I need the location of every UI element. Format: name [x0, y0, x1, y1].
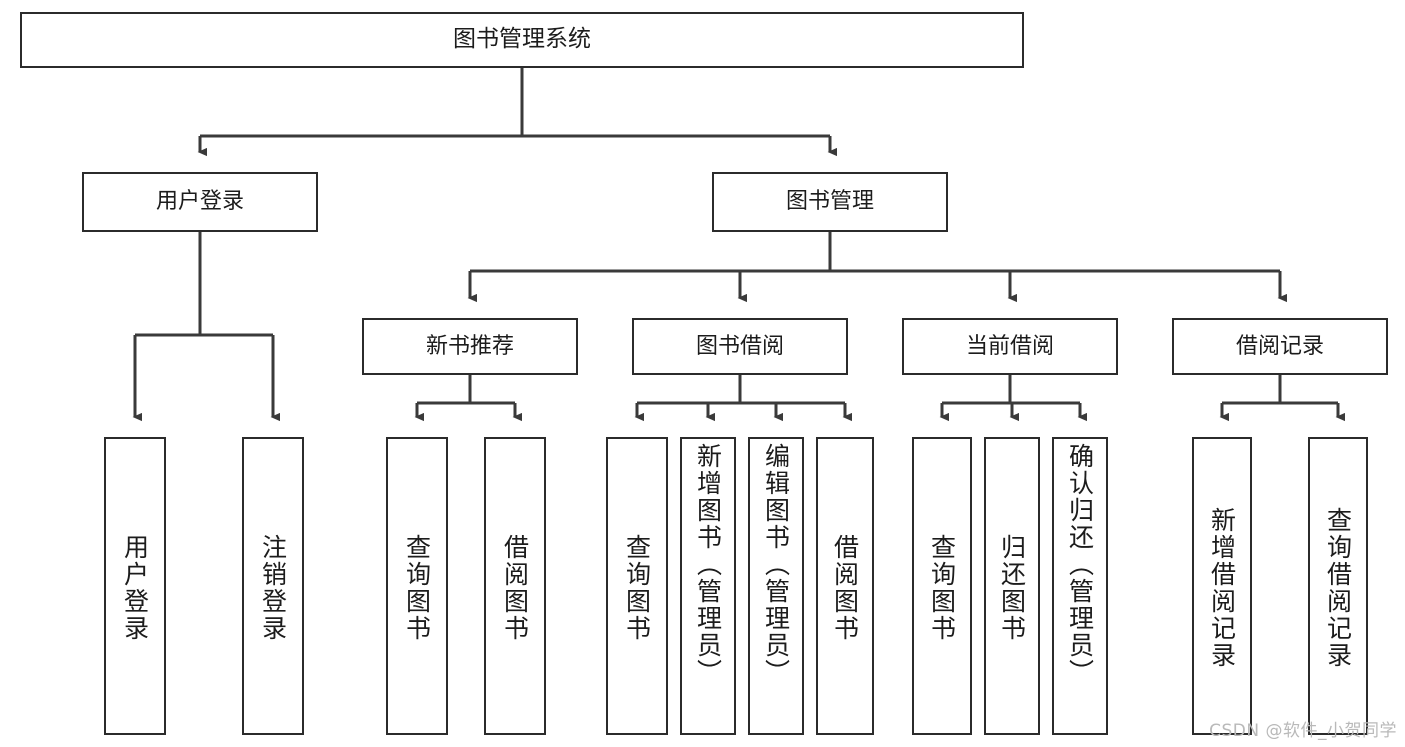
- leaf-user-login[interactable]: 用户登录: [104, 437, 166, 735]
- leaf-query-borrow-record-label: 查询借阅记录: [1323, 507, 1353, 669]
- leaf-user-login-label: 用户登录: [120, 534, 150, 642]
- node-root-label: 图书管理系统: [453, 26, 591, 53]
- leaf-query-book-borrow[interactable]: 查询图书: [606, 437, 668, 735]
- node-book-borrow[interactable]: 图书借阅: [632, 318, 848, 375]
- leaf-borrow-book-label: 借阅图书: [830, 534, 860, 642]
- watermark-text: CSDN @软件_小贺同学: [1209, 721, 1397, 741]
- leaf-add-book-admin-label: 新增图书（管理员）: [693, 443, 723, 686]
- leaf-confirm-return-admin-label: 确认归还（管理员）: [1065, 443, 1095, 686]
- leaf-query-book-recommend[interactable]: 查询图书: [386, 437, 448, 735]
- leaf-query-borrow-record[interactable]: 查询借阅记录: [1308, 437, 1368, 735]
- leaf-query-book-current-label: 查询图书: [927, 534, 957, 642]
- leaf-query-book-borrow-label: 查询图书: [622, 534, 652, 642]
- node-new-book-recommend-label: 新书推荐: [425, 333, 514, 359]
- leaf-borrow-book[interactable]: 借阅图书: [816, 437, 874, 735]
- leaf-query-book-recommend-label: 查询图书: [402, 534, 432, 642]
- leaf-add-book-admin[interactable]: 新增图书（管理员）: [680, 437, 736, 735]
- node-root[interactable]: 图书管理系统: [20, 12, 1024, 68]
- node-current-borrow[interactable]: 当前借阅: [902, 318, 1118, 375]
- node-current-borrow-label: 当前借阅: [965, 333, 1054, 359]
- leaf-query-book-current[interactable]: 查询图书: [912, 437, 972, 735]
- node-user-login[interactable]: 用户登录: [82, 172, 318, 232]
- leaf-return-book-label: 归还图书: [997, 534, 1027, 642]
- leaf-edit-book-admin[interactable]: 编辑图书（管理员）: [748, 437, 804, 735]
- node-book-manage-label: 图书管理: [785, 189, 874, 215]
- leaf-borrow-book-recommend[interactable]: 借阅图书: [484, 437, 546, 735]
- node-borrow-record-label: 借阅记录: [1235, 333, 1324, 359]
- leaf-confirm-return-admin[interactable]: 确认归还（管理员）: [1052, 437, 1108, 735]
- leaf-return-book[interactable]: 归还图书: [984, 437, 1040, 735]
- node-user-login-label: 用户登录: [155, 189, 244, 215]
- leaf-edit-book-admin-label: 编辑图书（管理员）: [761, 443, 791, 686]
- leaf-add-borrow-record[interactable]: 新增借阅记录: [1192, 437, 1252, 735]
- leaf-borrow-book-recommend-label: 借阅图书: [500, 534, 530, 642]
- leaf-logout-login[interactable]: 注销登录: [242, 437, 304, 735]
- leaf-logout-login-label: 注销登录: [258, 534, 288, 642]
- leaf-add-borrow-record-label: 新增借阅记录: [1207, 507, 1237, 669]
- node-book-manage[interactable]: 图书管理: [712, 172, 948, 232]
- node-new-book-recommend[interactable]: 新书推荐: [362, 318, 578, 375]
- node-book-borrow-label: 图书借阅: [695, 333, 784, 359]
- node-borrow-record[interactable]: 借阅记录: [1172, 318, 1388, 375]
